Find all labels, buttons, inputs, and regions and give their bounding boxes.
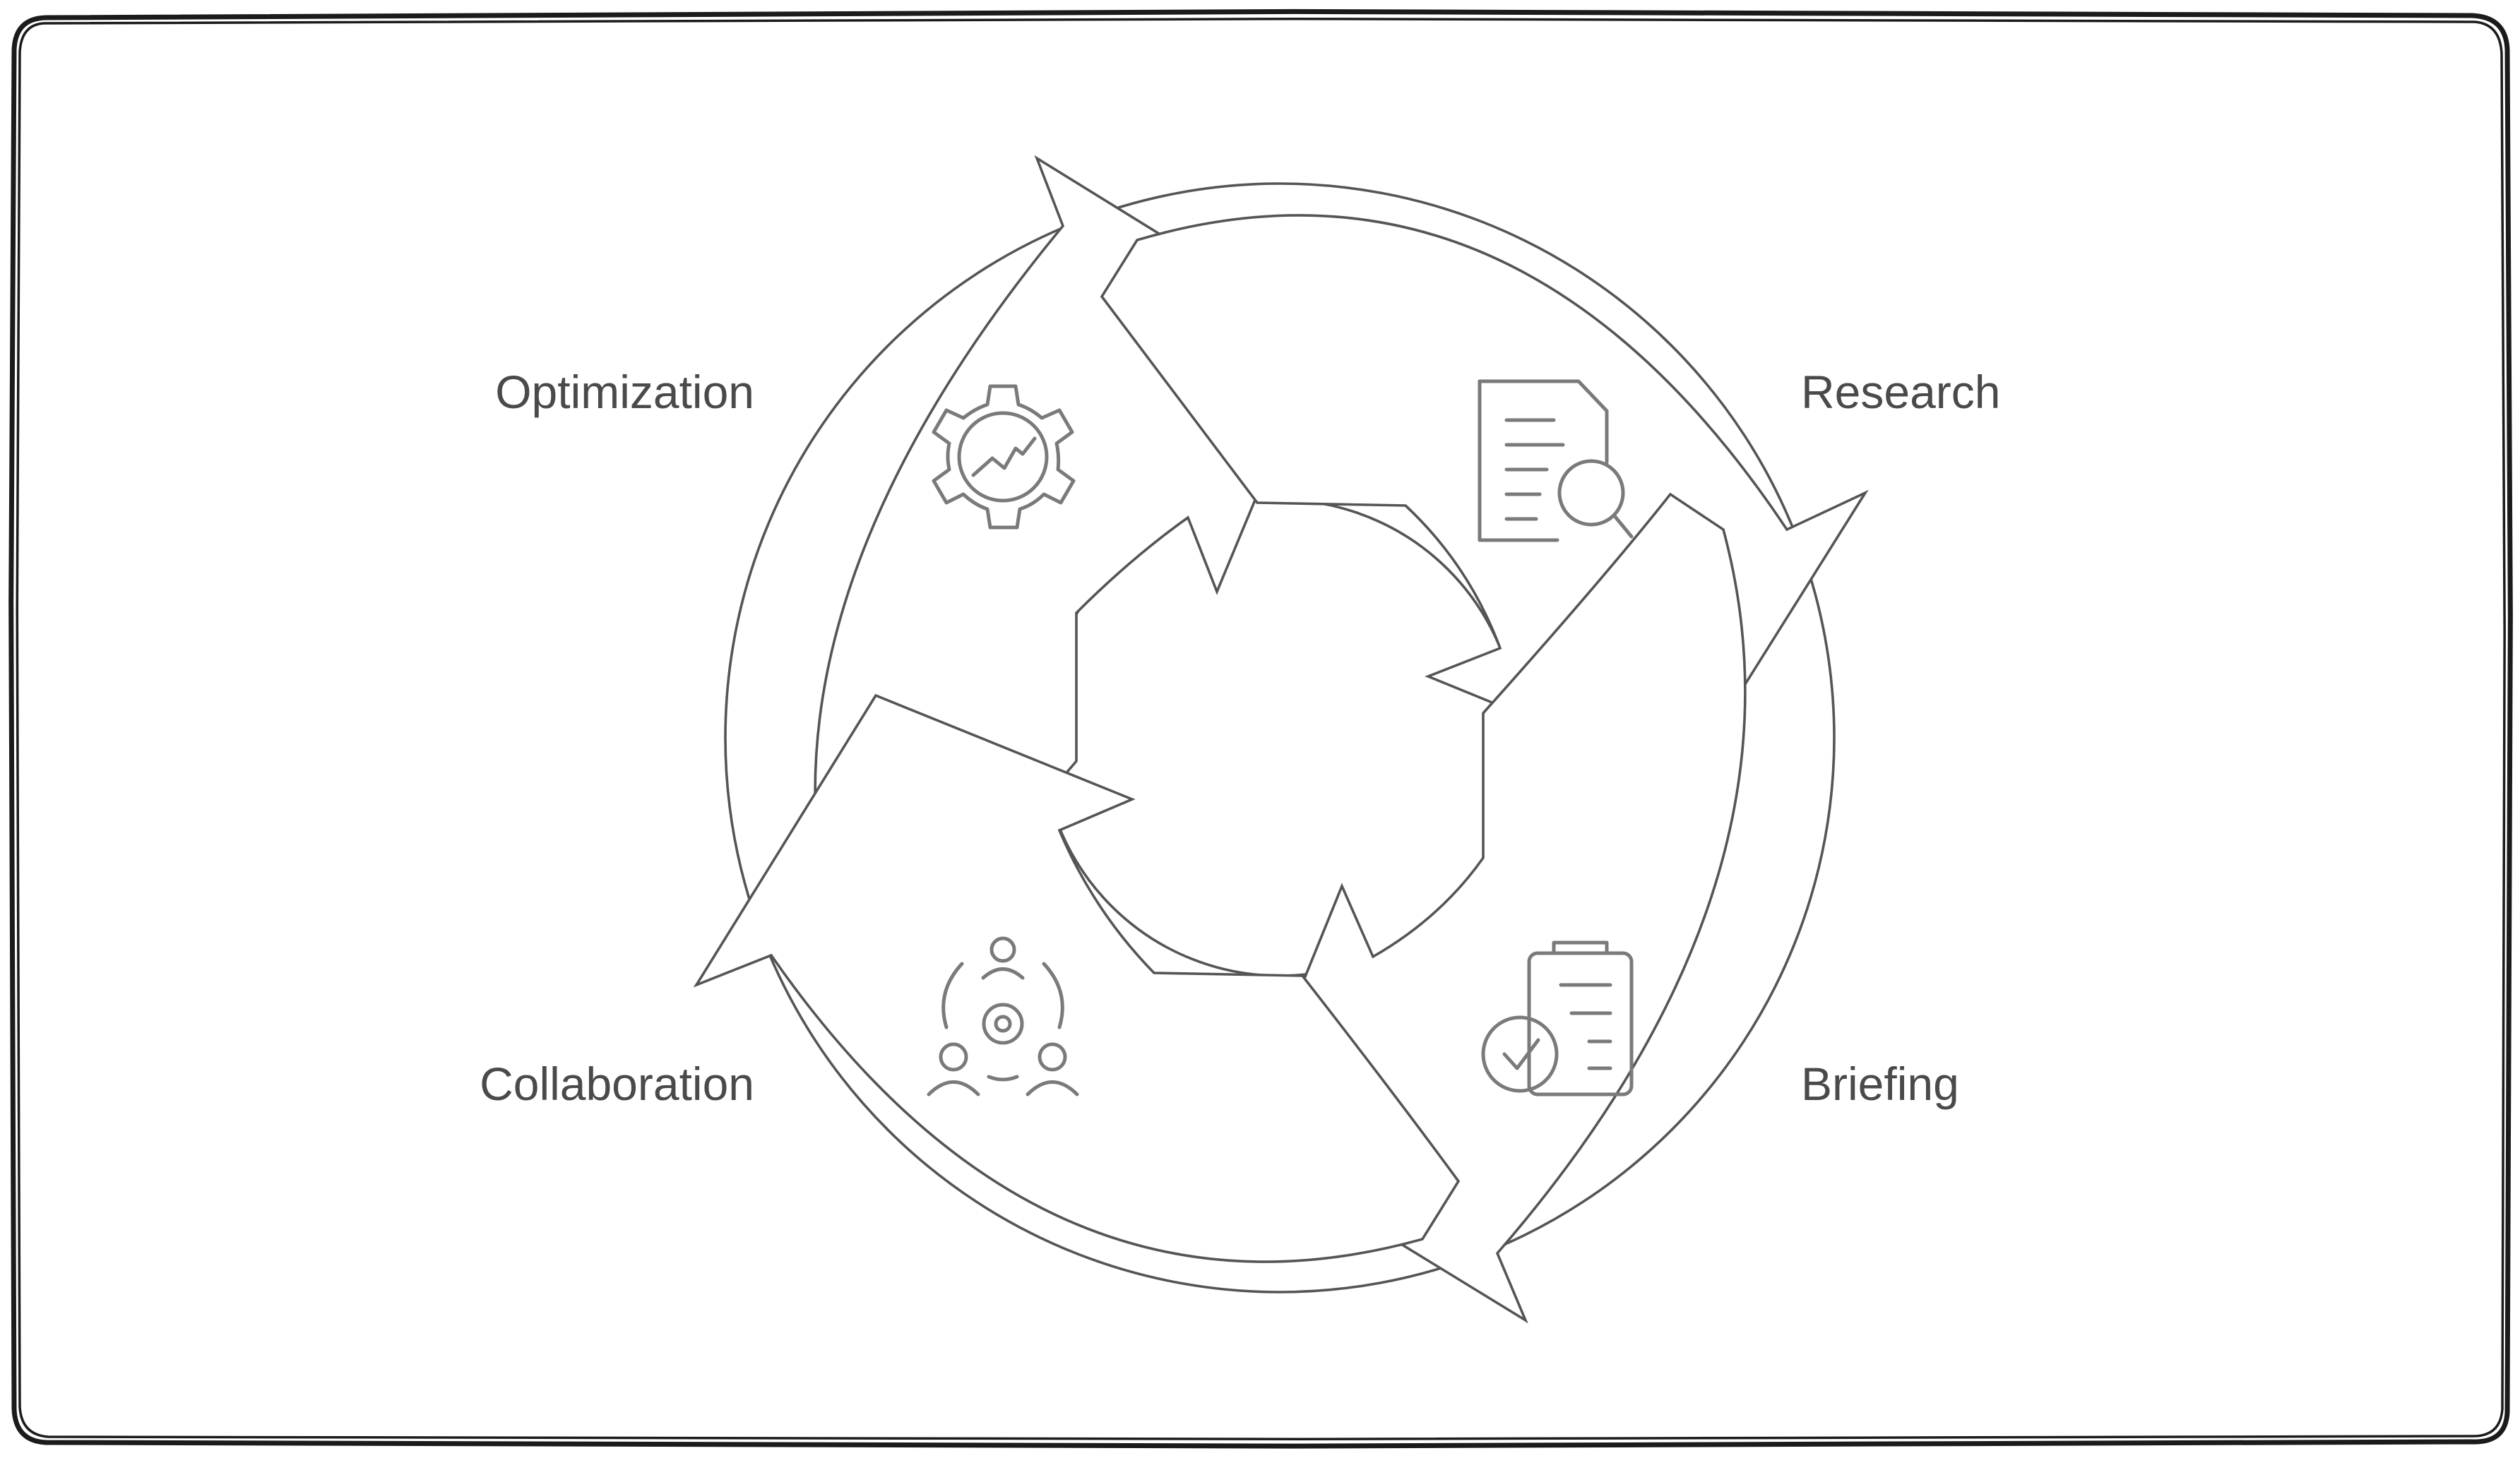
cycle-arrow-collaboration	[693, 693, 1461, 1263]
stage-label-collaboration: Collaboration	[480, 1058, 754, 1110]
sketch-frame-border	[8, 8, 2513, 1449]
team-gear-icon	[927, 936, 1079, 1097]
stage-label-research: Research	[1801, 366, 2000, 418]
clipboard-check-icon	[1481, 940, 1634, 1097]
gear-chart-icon	[932, 384, 1076, 530]
document-search-icon	[1478, 379, 1634, 542]
stage-label-optimization: Optimization	[495, 366, 754, 418]
cycle-arrows	[693, 155, 1869, 1324]
stage-label-briefing: Briefing	[1801, 1058, 1959, 1110]
